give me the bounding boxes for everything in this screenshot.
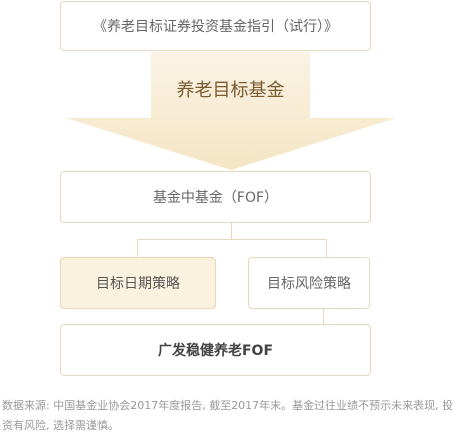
down-arrow-icon	[66, 52, 396, 170]
product-fof-box: 广发稳健养老FOF	[60, 324, 371, 376]
fund-of-funds-box: 基金中基金（FOF）	[60, 171, 371, 223]
data-source-footnote: 数据来源: 中国基金业协会2017年度报告, 截至2017年末。基金过往业绩不预…	[2, 399, 454, 432]
guideline-title-box: 《养老目标证券投资基金指引（试行）》	[60, 1, 371, 51]
pension-target-fund-label: 养老目标基金	[176, 80, 285, 101]
target-risk-strategy-box: 目标风险策略	[248, 257, 370, 309]
target-date-strategy-box: 目标日期策略	[60, 257, 216, 309]
